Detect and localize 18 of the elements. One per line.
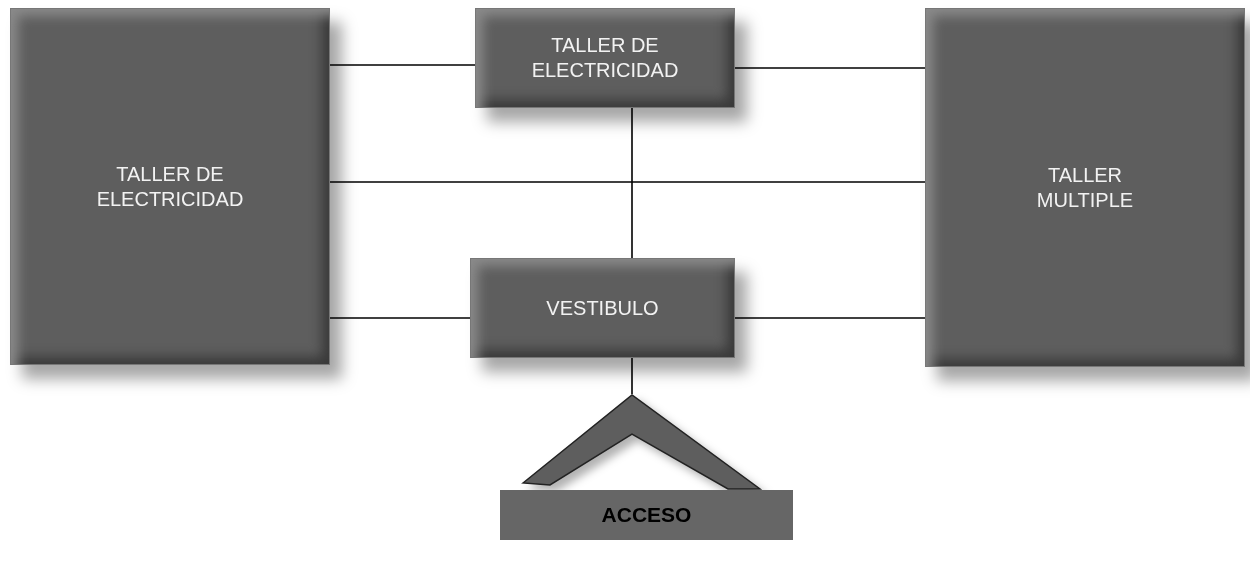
room-label: ACCESO — [601, 503, 692, 527]
connector-line — [734, 317, 926, 319]
connector-line — [631, 107, 633, 259]
connector-line — [329, 181, 926, 183]
room-box — [925, 8, 1245, 367]
connector-line — [329, 64, 476, 66]
connector-line — [631, 357, 633, 395]
room-label: TALLER DE ELECTRICIDAD — [530, 33, 680, 83]
room-label: TALLER MULTIPLE — [1035, 162, 1135, 213]
entrance-bar — [500, 490, 793, 540]
room-label: TALLER DE ELECTRICIDAD — [95, 161, 245, 212]
connector-line — [734, 67, 926, 69]
connector-line — [329, 317, 471, 319]
room-box — [470, 258, 735, 358]
room-box — [10, 8, 330, 365]
room-box — [475, 8, 735, 108]
chevron-shape — [520, 394, 762, 491]
room-label: VESTIBULO — [546, 295, 659, 321]
